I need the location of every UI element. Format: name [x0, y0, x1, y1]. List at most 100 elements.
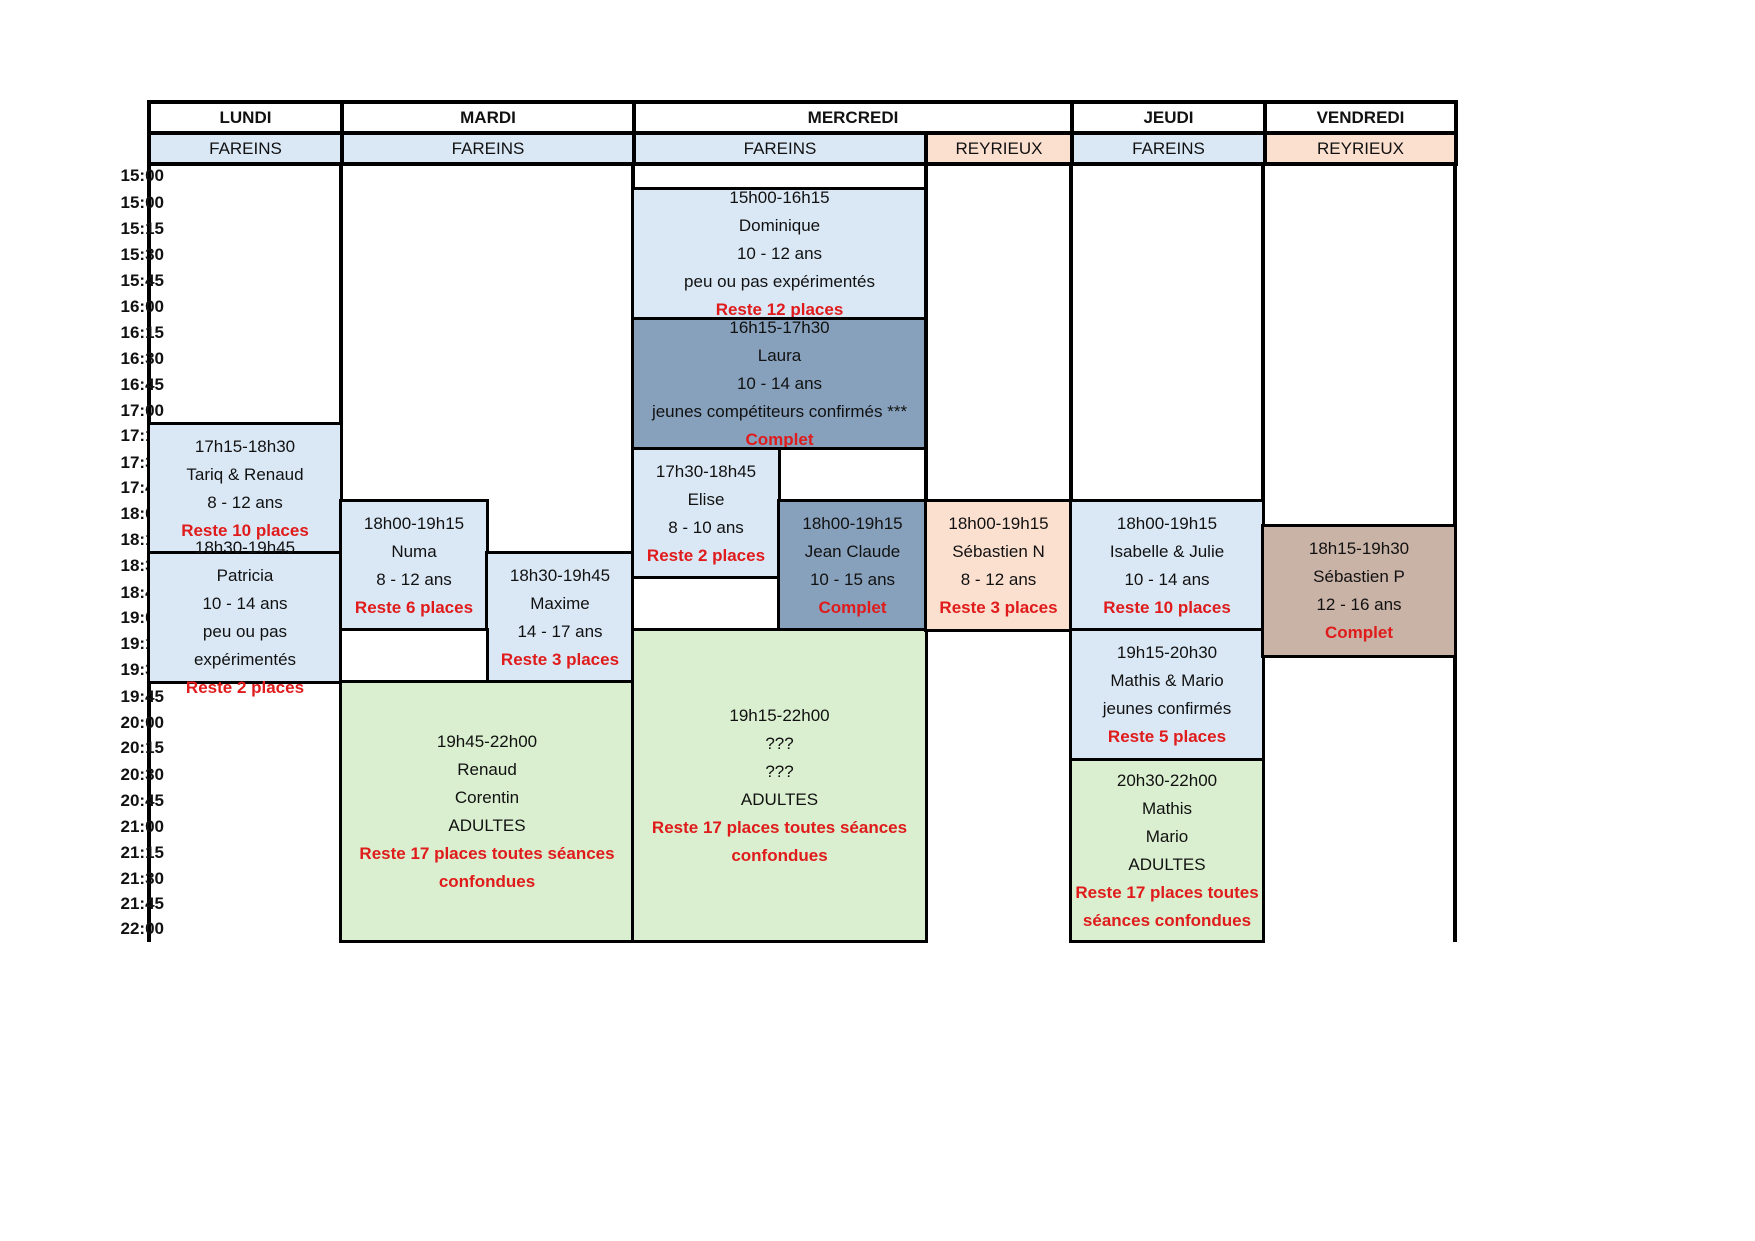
session-age: 8 - 12 ans	[960, 569, 1037, 589]
session-age: 10 - 14 ans	[1124, 569, 1210, 589]
session-status: Reste 12 places	[715, 300, 844, 319]
time-label: 21:45	[120, 894, 164, 913]
session-status: Reste 17 places toutes	[1075, 882, 1259, 902]
session-time: 19h15-22h00	[729, 705, 830, 725]
day-label: LUNDI	[219, 107, 272, 127]
session-time: 20h30-22h00	[1116, 770, 1218, 790]
location-label: FAREINS	[451, 138, 525, 158]
session-time: 15h00-16h15	[729, 188, 830, 207]
location-label: FAREINS	[1132, 138, 1205, 158]
header-lundi: LUNDI	[147, 100, 344, 135]
day-label: MARDI	[460, 107, 516, 127]
location-vendredi-reyrieux: REYRIEUX	[1263, 131, 1458, 166]
session-status: Reste 10 places	[181, 520, 309, 540]
session-time: 18h15-19h30	[1308, 539, 1410, 558]
session-coach: Dominique	[738, 216, 821, 235]
session-time: 17h15-18h30	[194, 436, 296, 456]
time-label: 15:15	[120, 219, 164, 238]
session-status: confondues	[731, 845, 828, 865]
session-coach: ???	[765, 761, 794, 781]
session-time: 18h30-19h45	[509, 565, 611, 585]
session-block-mardi-1: 18h00-19h15 Numa 8 - 12 ans Reste 6 plac…	[339, 499, 489, 632]
session-block-mardi-adultes: 19h45-22h00 Renaud Corentin ADULTES Rest…	[339, 680, 635, 943]
time-label: 22:00	[120, 919, 164, 938]
session-time: 19h45-22h00	[436, 731, 538, 751]
session-level: peu ou pas expérimentés	[193, 621, 297, 669]
session-time: 17h30-18h45	[655, 461, 757, 481]
session-coach: Mario	[1145, 826, 1189, 846]
location-label: FAREINS	[743, 138, 817, 158]
session-age: 10 - 14 ans	[202, 593, 288, 613]
session-time: 16h15-17h30	[729, 318, 830, 337]
session-age: 14 - 17 ans	[517, 621, 603, 641]
time-label: 16:00	[120, 297, 164, 316]
header-vendredi: VENDREDI	[1263, 100, 1458, 135]
session-age: 10 - 14 ans	[736, 374, 823, 393]
session-coach: Tariq & Renaud	[186, 464, 304, 484]
session-group: ADULTES	[448, 815, 526, 835]
session-age: 10 - 12 ans	[736, 244, 823, 263]
location-mercredi-reyrieux: REYRIEUX	[924, 131, 1074, 166]
day-label: MERCREDI	[807, 107, 899, 127]
time-label: 20:30	[120, 765, 164, 784]
session-coach: Laura	[757, 346, 802, 365]
session-group: ADULTES	[1128, 854, 1206, 874]
header-jeudi: JEUDI	[1070, 100, 1267, 135]
header-mercredi: MERCREDI	[632, 100, 1074, 135]
session-age: 10 - 15 ans	[809, 569, 896, 589]
session-block-mercredi-1: 15h00-16h15 Dominique 10 - 12 ans peu ou…	[631, 187, 928, 321]
day-label: VENDREDI	[1316, 107, 1405, 127]
location-label: REYRIEUX	[1317, 138, 1404, 158]
session-status: Reste 6 places	[354, 597, 474, 617]
location-mardi-fareins: FAREINS	[340, 131, 636, 166]
time-label: 20:45	[120, 791, 164, 810]
session-time: 18h30-19h45	[194, 537, 296, 557]
location-label: REYRIEUX	[955, 138, 1043, 158]
session-status: Reste 5 places	[1107, 727, 1227, 746]
location-mercredi-fareins: FAREINS	[632, 131, 928, 166]
session-status: confondues	[438, 871, 536, 891]
session-coach: Numa	[391, 541, 437, 561]
session-status: Complet	[818, 597, 887, 617]
session-time: 19h15-20h30	[1116, 643, 1218, 662]
session-group: ADULTES	[740, 789, 819, 809]
session-level: jeunes confirmés	[1102, 699, 1232, 718]
session-coach: Maxime	[530, 593, 590, 613]
session-age: 12 - 16 ans	[1316, 595, 1402, 614]
session-block-jeudi-2: 19h15-20h30 Mathis & Mario jeunes confir…	[1069, 628, 1265, 762]
session-coach: Corentin	[454, 787, 520, 807]
session-coach: Elise	[687, 489, 725, 509]
session-coach: Mathis & Mario	[1110, 671, 1224, 690]
session-block-mercredi-2: 16h15-17h30 Laura 10 - 14 ans jeunes com…	[631, 317, 928, 451]
time-label: 15:30	[120, 245, 164, 264]
session-status: Reste 3 places	[500, 649, 620, 669]
empty-slot	[631, 576, 781, 632]
session-block-mercredi-reyrieux: 18h00-19h15 Sébastien N 8 - 12 ans Reste…	[924, 499, 1073, 632]
session-time: 18h00-19h15	[948, 513, 1049, 533]
location-label: FAREINS	[209, 138, 282, 158]
empty-slot	[339, 628, 489, 684]
session-status: séances confondues	[1082, 910, 1252, 930]
session-status: Reste 10 places	[1103, 597, 1231, 617]
session-coach: ???	[765, 733, 794, 753]
session-status: Reste 2 places	[646, 545, 766, 565]
session-status: Complet	[1325, 623, 1393, 642]
location-jeudi-fareins: FAREINS	[1070, 131, 1267, 166]
empty-slot	[777, 447, 928, 503]
header-mardi: MARDI	[340, 100, 636, 135]
time-label: 16:30	[120, 349, 164, 368]
location-lundi-fareins: FAREINS	[147, 131, 344, 166]
time-label: 16:45	[120, 375, 164, 394]
session-age: 8 - 12 ans	[376, 569, 452, 589]
session-coach: Mathis	[1141, 798, 1193, 818]
session-block-mercredi-adultes: 19h15-22h00 ??? ??? ADULTES Reste 17 pla…	[631, 628, 928, 943]
session-status: Reste 17 places toutes séances	[651, 817, 908, 837]
session-time: 18h00-19h15	[363, 513, 465, 533]
session-coach: Jean Claude	[804, 541, 901, 561]
time-label: 21:15	[120, 843, 164, 862]
session-block-mercredi-3: 17h30-18h45 Elise 8 - 10 ans Reste 2 pla…	[631, 447, 781, 580]
session-time: 18h00-19h15	[802, 513, 903, 533]
time-label: 20:00	[120, 713, 164, 732]
session-block-jeudi-1: 18h00-19h15 Isabelle & Julie 10 - 14 ans…	[1069, 499, 1265, 632]
time-label: 21:00	[120, 817, 164, 836]
